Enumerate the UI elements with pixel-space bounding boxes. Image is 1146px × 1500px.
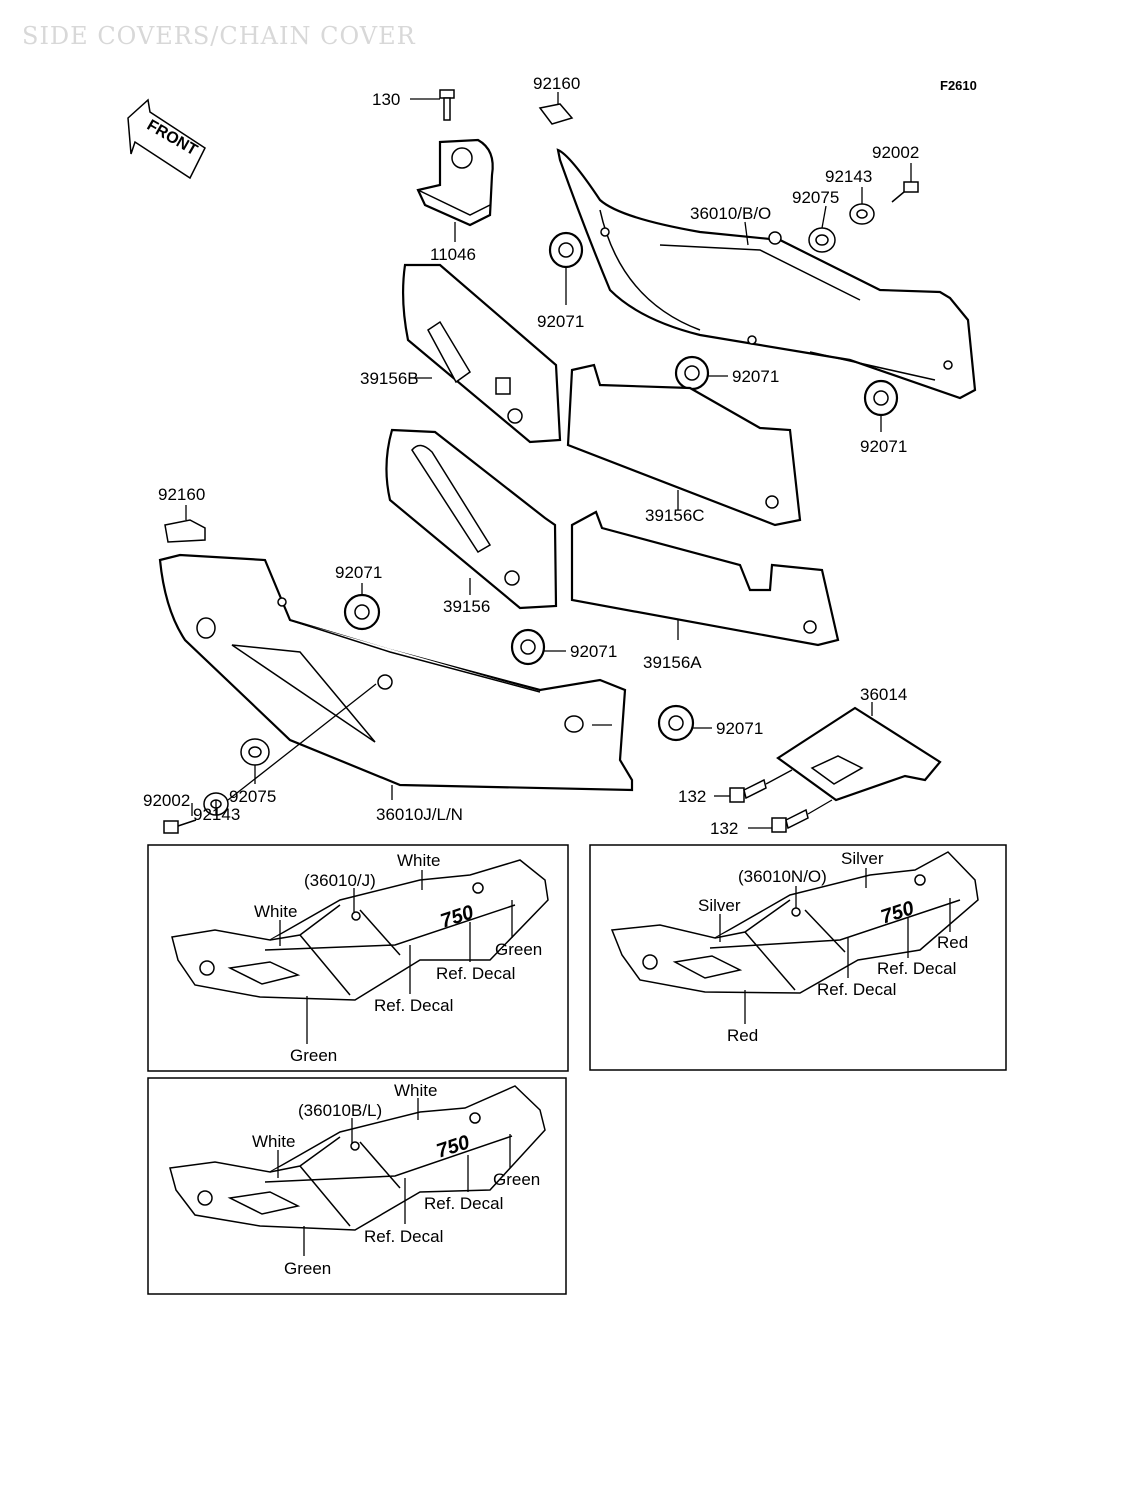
callout-39156C: 39156C [645, 506, 705, 525]
panel-39156 [385, 428, 558, 610]
callout-92160-left: 92160 [158, 485, 205, 504]
bolt-132-a [729, 778, 767, 803]
label-white-left: White [252, 1132, 295, 1151]
label-white-top: White [394, 1081, 437, 1100]
grommet-92071-c [863, 379, 899, 417]
collar-92075-top [808, 227, 836, 253]
callout-92143-top: 92143 [825, 167, 872, 186]
label-red-bottom: Red [727, 1026, 758, 1045]
label-ref-decal-a: Ref. Decal [424, 1194, 503, 1213]
collar-92075-left [240, 738, 270, 766]
callout-130: 130 [372, 90, 400, 109]
clip-92160-left [164, 519, 206, 543]
callout-132-a: 132 [678, 787, 706, 806]
side-cover-upper [556, 148, 977, 400]
callout-92071-c: 92071 [860, 437, 907, 456]
inset-36010-j: 750 White (36010/J) White Green Ref. Dec… [147, 844, 569, 1072]
bolt-130 [439, 89, 455, 121]
callout-92075-top: 92075 [792, 188, 839, 207]
callout-92075-left: 92075 [229, 787, 276, 806]
callout-39156B: 39156B [360, 369, 419, 388]
grommet-92071-e [510, 628, 546, 666]
callout-36010-b-o: 36010/B/O [690, 204, 771, 223]
label-ref-decal-a: Ref. Decal [877, 959, 956, 978]
callout-92071-a: 92071 [537, 312, 584, 331]
callout-92002-top: 92002 [872, 143, 919, 162]
label-silver-left: Silver [698, 896, 741, 915]
callout-92071-f: 92071 [716, 719, 763, 738]
inset-36010-n-o: 750 Silver (36010N/O) Silver Red Ref. De… [589, 844, 1007, 1071]
callout-132-b: 132 [710, 819, 738, 838]
bracket-11046 [416, 138, 494, 227]
clip-92160-top [538, 103, 574, 125]
label-ref-decal-a: Ref. Decal [436, 964, 515, 983]
label-silver-top: Silver [841, 849, 884, 868]
callout-92071-b: 92071 [732, 367, 779, 386]
page-watermark: SIDE COVERS/CHAIN COVER [22, 22, 416, 50]
label-ref-decal-b: Ref. Decal [374, 996, 453, 1015]
callout-92071-d: 92071 [335, 563, 382, 582]
grommet-92071-f [657, 704, 695, 742]
label-ref-decal-b: Ref. Decal [817, 980, 896, 999]
label-green-bottom: Green [290, 1046, 337, 1065]
front-arrow-icon: FRONT [127, 98, 206, 180]
grommet-92071-d [343, 593, 381, 631]
label-green-right: Green [495, 940, 542, 959]
label-model: (36010N/O) [738, 867, 827, 886]
side-cover-lower [158, 553, 634, 792]
label-white-top: White [397, 851, 440, 870]
screw-92002-left [163, 819, 197, 834]
label-model: (36010/J) [304, 871, 376, 890]
panel-39156A [570, 510, 840, 647]
grommet-92071-b [674, 355, 710, 391]
callout-36014: 36014 [860, 685, 907, 704]
figure-code: F2610 [940, 78, 977, 93]
label-model: (36010B/L) [298, 1101, 382, 1120]
panel-39156B [402, 263, 562, 444]
callout-92160-top: 92160 [533, 74, 580, 93]
label-green-right: Green [493, 1170, 540, 1189]
label-white-left: White [254, 902, 297, 921]
callout-11046: 11046 [430, 245, 476, 264]
washer-92143-top [849, 203, 875, 225]
label-green-bottom: Green [284, 1259, 331, 1278]
callout-36010-j-l-n: 36010J/L/N [376, 805, 463, 824]
chain-cover-36014 [776, 706, 942, 802]
callout-92071-e: 92071 [570, 642, 617, 661]
callout-39156: 39156 [443, 597, 490, 616]
label-ref-decal-b: Ref. Decal [364, 1227, 443, 1246]
callout-39156A: 39156A [643, 653, 702, 672]
label-red-right: Red [937, 933, 968, 952]
panel-39156C [566, 363, 802, 527]
grommet-92071-a [548, 231, 584, 269]
screw-92002-top [891, 181, 919, 203]
callout-92143-left: 92143 [193, 805, 240, 824]
inset-36010-b-l: 750 White (36010B/L) White Green Ref. De… [147, 1077, 567, 1295]
callout-92002-left: 92002 [143, 791, 190, 810]
bolt-132-b [771, 808, 809, 833]
